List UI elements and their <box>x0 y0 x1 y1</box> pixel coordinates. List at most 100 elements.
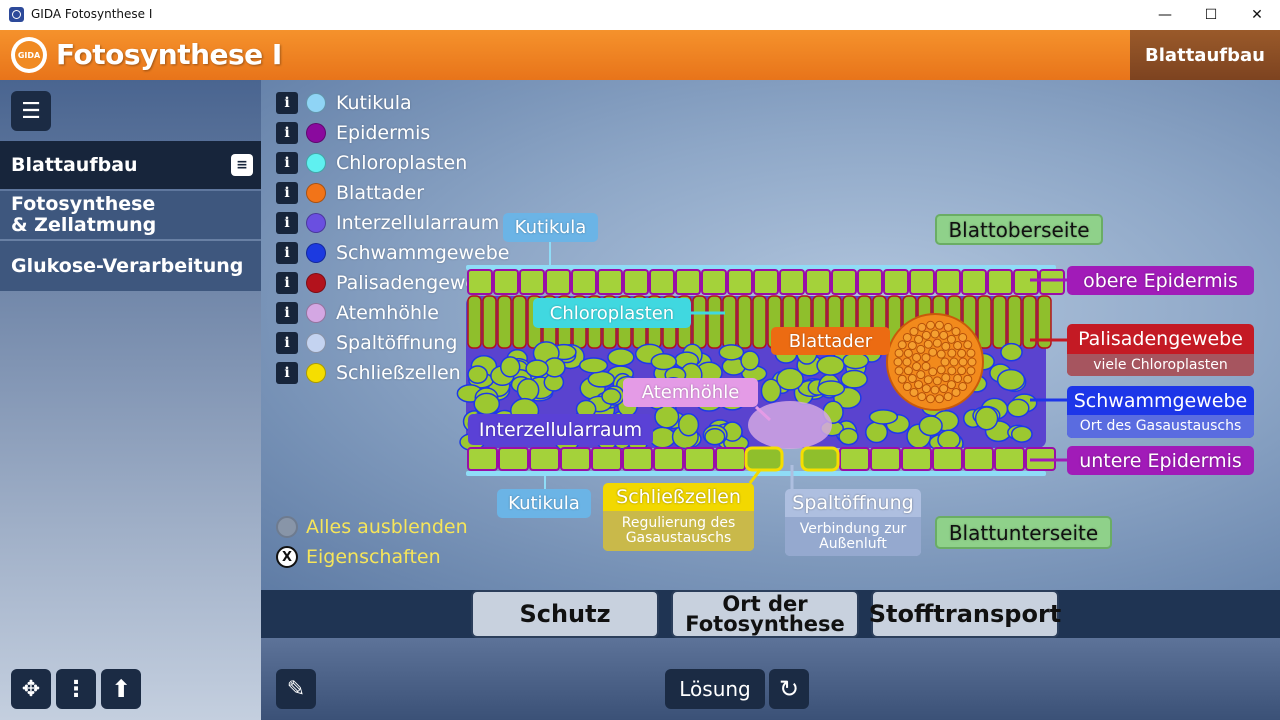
info-icon[interactable]: i <box>276 122 298 144</box>
sidebar-item-glukose[interactable]: Glukose-Verarbeitung <box>0 241 261 291</box>
spaltoeffnung-sub: Verbindung zur Außenluft <box>785 517 921 556</box>
app-title: Fotosynthese I <box>56 38 282 71</box>
gida-logo-text: GIDA <box>15 41 43 69</box>
sidebar-item-label: Glukose-Verarbeitung <box>11 255 244 277</box>
spaltoeffnung-title: Spaltöffnung <box>792 492 914 514</box>
legend-row[interactable]: i Schließzellen <box>276 360 461 386</box>
menu-button[interactable]: ☰ <box>11 91 51 131</box>
schwammgewebe-sub: Ort des Gasaustauschs <box>1067 415 1254 438</box>
legend-row[interactable]: i Schwammgewebe <box>276 240 509 266</box>
legend-label: Palisadengewebe <box>336 272 501 294</box>
legend-label: Atemhöhle <box>336 302 439 324</box>
hide-all-label: Alles ausblenden <box>306 516 468 538</box>
legend-color-dot[interactable] <box>306 273 326 293</box>
legend-row[interactable]: i Spaltöffnung <box>276 330 457 356</box>
info-icon[interactable]: i <box>276 302 298 324</box>
move-arrows-icon: ✥ <box>21 676 41 702</box>
schliesszellen-title: Schließzellen <box>616 486 741 508</box>
legend-row[interactable]: i Epidermis <box>276 120 430 146</box>
label-schwammgewebe: Schwammgewebe Ort des Gasaustauschs <box>1067 386 1254 438</box>
legend-row[interactable]: i Interzellularraum <box>276 210 499 236</box>
close-button[interactable]: ✕ <box>1251 7 1263 23</box>
stofftransport-button[interactable]: Stofftransport <box>869 590 1061 638</box>
schliesszellen-sub: Regulierung des Gasaustauschs <box>603 511 754 551</box>
app-icon <box>9 7 24 22</box>
info-icon[interactable]: i <box>276 182 298 204</box>
schutz-button[interactable]: Schutz <box>471 590 659 638</box>
label-blattunterseite: Blattunterseite <box>935 516 1112 549</box>
leaf-diagram-cells <box>456 242 1067 489</box>
schwammgewebe-title: Schwammgewebe <box>1073 389 1248 412</box>
ort-der-fotosynthese-button[interactable]: Ort der Fotosynthese <box>671 590 859 638</box>
section-tab: Blattaufbau <box>1130 30 1280 80</box>
hide-all-dot-icon <box>276 516 298 538</box>
info-icon[interactable]: i <box>276 152 298 174</box>
legend-color-dot[interactable] <box>306 183 326 203</box>
loesung-button[interactable]: Lösung <box>665 669 765 709</box>
label-kutikula-bottom: Kutikula <box>497 489 591 518</box>
reset-icon: ↻ <box>778 675 800 703</box>
legend-color-dot[interactable] <box>306 123 326 143</box>
palisadengewebe-title: Palisadengewebe <box>1078 328 1243 350</box>
info-icon[interactable]: i <box>276 272 298 294</box>
window-titlebar: GIDA Fotosynthese I — ☐ ✕ <box>0 0 1280 30</box>
label-schliesszellen: Schließzellen Regulierung des Gasaustaus… <box>603 483 754 551</box>
legend-color-dot[interactable] <box>306 213 326 233</box>
notes-button[interactable]: ✎ <box>276 669 316 709</box>
info-icon[interactable]: i <box>276 362 298 384</box>
properties-control[interactable]: X Eigenschaften <box>276 544 441 570</box>
legend-color-dot[interactable] <box>306 303 326 323</box>
label-interzellularraum: Interzellularraum <box>468 414 653 445</box>
legend-color-dot[interactable] <box>306 363 326 383</box>
label-blattader: Blattader <box>771 327 890 355</box>
app-header <box>0 30 1280 80</box>
label-blattoberseite: Blattoberseite <box>935 214 1103 245</box>
label-chloroplasten: Chloroplasten <box>533 298 691 328</box>
info-icon[interactable]: i <box>276 92 298 114</box>
legend-row[interactable]: i Palisadengewebe <box>276 270 501 296</box>
legend-label: Kutikula <box>336 92 412 114</box>
reset-button[interactable]: ↻ <box>769 669 809 709</box>
legend-label: Interzellularraum <box>336 212 500 234</box>
submenu-icon[interactable]: ≡ <box>231 154 253 176</box>
hamburger-icon: ☰ <box>21 98 41 124</box>
scroll-up-button[interactable]: ⬆ <box>101 669 141 709</box>
label-kutikula-top: Kutikula <box>503 213 598 242</box>
legend-row[interactable]: i Blattader <box>276 180 424 206</box>
info-icon[interactable]: i <box>276 242 298 264</box>
info-icon[interactable]: i <box>276 212 298 234</box>
more-options-button[interactable]: ⋮ <box>56 669 96 709</box>
legend-label: Epidermis <box>336 122 431 144</box>
sidebar-item-label: Fotosynthese & Zellatmung <box>11 193 157 236</box>
properties-x-icon: X <box>276 546 298 568</box>
legend-row[interactable]: i Atemhöhle <box>276 300 439 326</box>
legend-row[interactable]: i Chloroplasten <box>276 150 467 176</box>
edit-note-icon: ✎ <box>286 676 306 702</box>
legend-color-dot[interactable] <box>306 243 326 263</box>
palisadengewebe-sub: viele Chloroplasten <box>1067 354 1254 376</box>
legend-color-dot[interactable] <box>306 93 326 113</box>
legend-label: Schließzellen <box>336 362 461 384</box>
legend-label: Blattader <box>336 182 425 204</box>
label-palisadengewebe: Palisadengewebe viele Chloroplasten <box>1067 324 1254 376</box>
sidebar-item-blattaufbau[interactable]: Blattaufbau ≡ <box>0 141 261 189</box>
sidebar-item-label: Blattaufbau <box>11 154 138 176</box>
legend-color-dot[interactable] <box>306 153 326 173</box>
info-icon[interactable]: i <box>276 332 298 354</box>
vertical-dots-icon: ⋮ <box>65 676 87 702</box>
hide-all-control[interactable]: Alles ausblenden <box>276 514 468 540</box>
maximize-button[interactable]: ☐ <box>1204 7 1218 23</box>
legend-label: Schwammgewebe <box>336 242 510 264</box>
sidebar-item-fotosynthese[interactable]: Fotosynthese & Zellatmung <box>0 191 261 239</box>
properties-label: Eigenschaften <box>306 546 441 568</box>
minimize-button[interactable]: — <box>1158 7 1172 23</box>
legend-label: Chloroplasten <box>336 152 468 174</box>
legend-color-dot[interactable] <box>306 333 326 353</box>
label-obere-epidermis: obere Epidermis <box>1067 266 1254 295</box>
legend-row[interactable]: i Kutikula <box>276 90 412 116</box>
legend-label: Spaltöffnung <box>336 332 458 354</box>
label-spaltoeffnung: Spaltöffnung Verbindung zur Außenluft <box>785 489 921 556</box>
label-untere-epidermis: untere Epidermis <box>1067 446 1254 475</box>
window-title: GIDA Fotosynthese I <box>31 7 153 21</box>
navigate-button[interactable]: ✥ <box>11 669 51 709</box>
